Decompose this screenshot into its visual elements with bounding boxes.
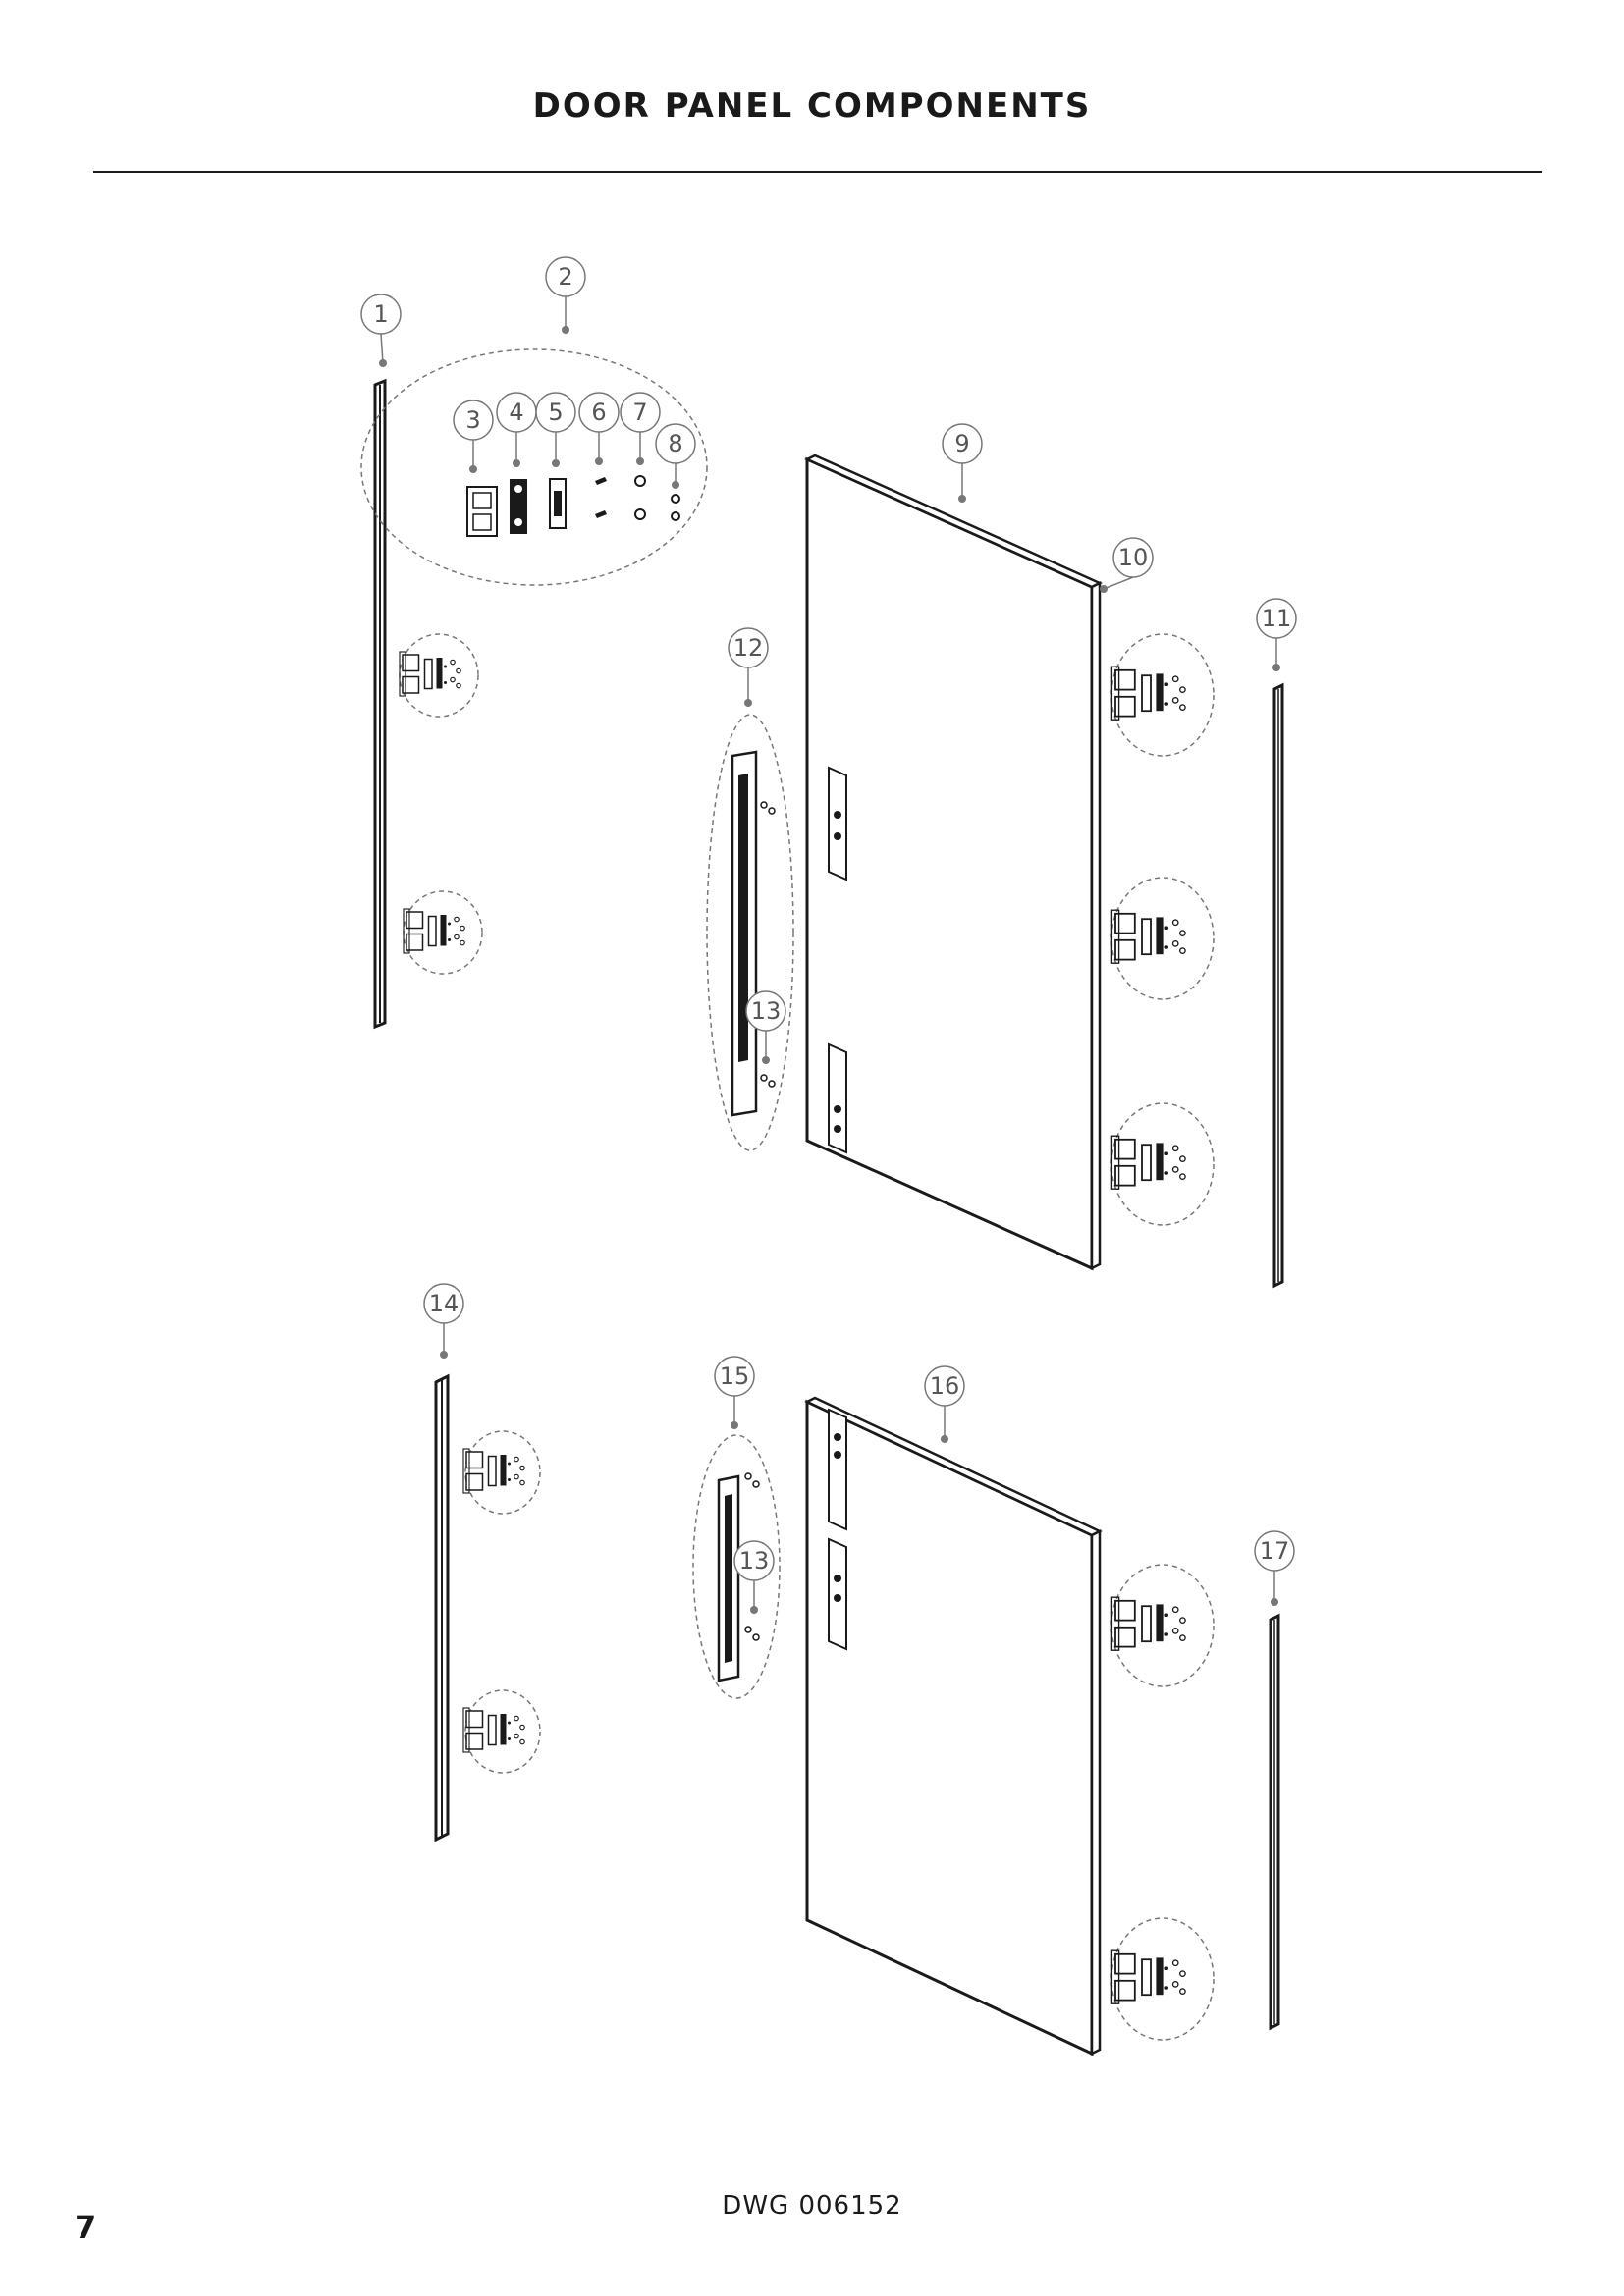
callout-label: 1	[373, 300, 388, 328]
part-16-door-panel	[804, 1396, 1103, 2056]
drawing-number: DWG 006152	[722, 2191, 902, 2220]
callout-c9: 9	[942, 423, 983, 503]
part-11-trim-strip	[1272, 682, 1284, 1289]
title-divider	[93, 171, 1542, 173]
callout-c4: 4	[496, 392, 537, 467]
callout-c10: 10	[1100, 537, 1154, 593]
bracket-group-right-1	[1110, 633, 1215, 757]
part-17-trim-strip	[1269, 1613, 1280, 2031]
part-7-screws	[634, 475, 646, 520]
callout-label: 13	[739, 1547, 770, 1575]
callout-label: 13	[751, 997, 782, 1025]
callout-label: 7	[632, 399, 647, 426]
bracket-group-right-4	[1110, 1564, 1215, 1687]
bracket-group-left-lower	[403, 890, 483, 975]
part-4-plate	[510, 479, 527, 534]
callout-c8: 8	[655, 423, 696, 489]
callout-label: 6	[591, 399, 606, 426]
callout-label: 4	[509, 399, 523, 426]
callout-c14: 14	[423, 1283, 464, 1359]
callout-label: 5	[548, 399, 563, 426]
part-8-screws	[671, 494, 680, 521]
hardware-kit-group	[360, 348, 708, 586]
callout-c15: 15	[714, 1356, 755, 1429]
bracket-group-right-5	[1110, 1917, 1215, 2041]
part-3-bracket	[466, 486, 498, 537]
bracket-group-left-lower-2	[462, 1689, 541, 1774]
page-number: 7	[75, 2209, 97, 2246]
callout-c12: 12	[728, 627, 769, 707]
bracket-group-right-2	[1110, 877, 1215, 1000]
callout-label: 3	[465, 406, 480, 434]
part-6-screws	[595, 477, 607, 518]
callout-label: 17	[1260, 1537, 1290, 1565]
bracket-group-left-lower-1	[462, 1430, 541, 1515]
part-5-plate	[549, 478, 567, 529]
callout-c6: 6	[578, 392, 620, 465]
callout-c7: 7	[620, 392, 661, 465]
callout-c5: 5	[535, 392, 576, 467]
callout-c17: 17	[1254, 1530, 1295, 1606]
callout-c13a: 13	[745, 990, 786, 1064]
callout-label: 16	[930, 1372, 960, 1400]
callout-label: 14	[429, 1290, 460, 1317]
callout-c1: 1	[360, 294, 402, 367]
part-1-trim-strip	[373, 378, 387, 1030]
callout-label: 11	[1262, 605, 1292, 632]
part-12-handle	[706, 714, 794, 1151]
callout-label: 8	[668, 430, 682, 457]
part-14-trim-strip	[434, 1373, 450, 1842]
part-9-door-panel	[804, 454, 1103, 1271]
callout-label: 12	[733, 634, 764, 662]
callout-label: 15	[720, 1362, 750, 1390]
callout-label: 10	[1118, 544, 1149, 571]
callout-label: 2	[558, 263, 572, 291]
callout-c2: 2	[545, 256, 586, 334]
callout-label: 9	[954, 430, 969, 457]
part-15-handle	[692, 1434, 781, 1699]
bracket-group-right-3	[1110, 1102, 1215, 1226]
callout-c16: 16	[924, 1365, 965, 1443]
bracket-group-left-upper	[399, 633, 479, 718]
callout-c3: 3	[453, 400, 494, 473]
page-title: DOOR PANEL COMPONENTS	[532, 86, 1092, 126]
callout-c13b: 13	[733, 1540, 775, 1614]
callout-c11: 11	[1256, 598, 1297, 671]
